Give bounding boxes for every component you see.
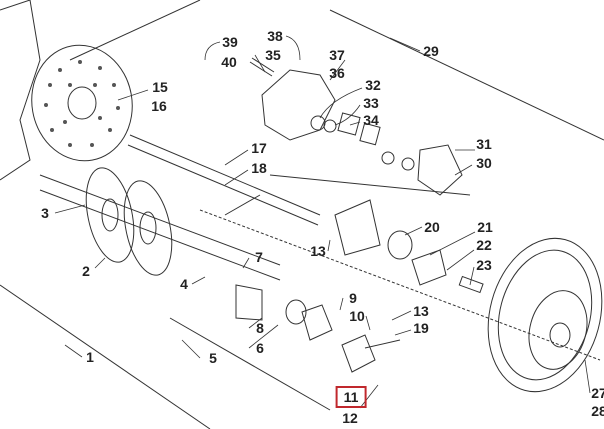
part-label-39: 39 [222,34,238,50]
part-label-10: 10 [349,308,365,324]
part-label-30: 30 [476,155,492,171]
part-label-29: 29 [423,43,439,59]
group-line [0,284,211,429]
part-label-37: 37 [329,47,345,63]
part-label-36: 36 [329,65,345,81]
brake-caliper [249,57,463,196]
part-label-8: 8 [256,320,264,336]
part-label-20: 20 [424,219,440,235]
part-label-5: 5 [209,350,217,366]
part-label-28: 28 [591,403,604,419]
part-label-21: 21 [477,219,493,235]
part-label-34: 34 [363,112,379,128]
part-label-12: 12 [342,410,358,426]
part-label-18: 18 [251,160,267,176]
part-label-27: 27 [591,385,604,401]
group-line [69,0,201,61]
part-label-15: 15 [152,79,168,95]
part-label-13: 13 [310,243,326,259]
leader-lines [54,35,591,409]
drive-sprockets [85,167,173,276]
part-label-33: 33 [363,95,379,111]
group-line [169,317,331,411]
driven-pulley [487,237,603,393]
part-label-40: 40 [221,54,237,70]
part-label-19: 19 [413,320,429,336]
part-label-17: 17 [251,140,267,156]
chassis-part [0,0,41,181]
brake-disc [31,44,133,162]
part-label-31: 31 [476,136,492,152]
part-label-1: 1 [86,349,94,365]
part-label-13b: 13 [413,303,429,319]
part-label-4: 4 [180,276,188,292]
part-label-2: 2 [82,263,90,279]
group-line [329,9,604,141]
part-label-32: 32 [365,77,381,93]
part-label-22: 22 [476,237,492,253]
part-label-11-highlighted[interactable]: 11 [335,386,367,408]
part-label-6: 6 [256,340,264,356]
part-label-23: 23 [476,257,492,273]
part-label-38: 38 [267,28,283,44]
part-label-3: 3 [41,205,49,221]
part-label-7: 7 [255,249,263,265]
shafts [39,134,601,361]
bearing-flanges [235,199,484,373]
part-label-35: 35 [265,47,281,63]
group-line [269,174,471,196]
part-label-16: 16 [151,98,167,114]
part-label-9: 9 [349,290,357,306]
